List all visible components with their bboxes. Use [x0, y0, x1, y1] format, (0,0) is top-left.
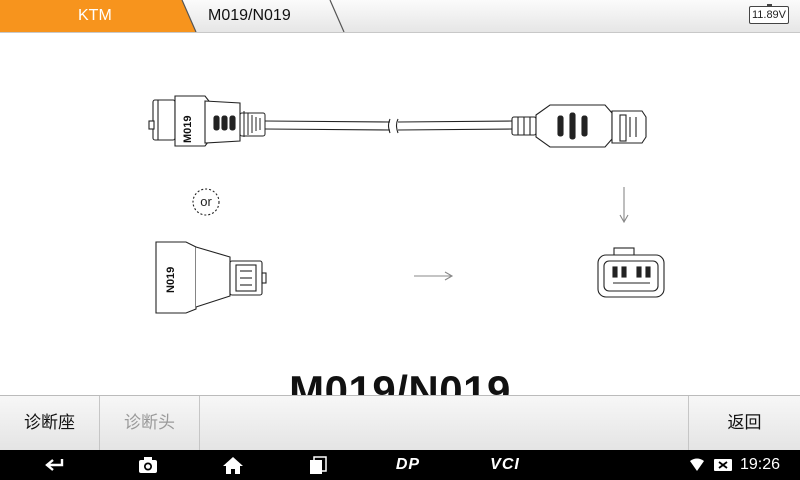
vci-button[interactable]: VCI [490, 456, 520, 473]
back-arrow-icon[interactable] [38, 450, 68, 480]
down-arrow [619, 187, 629, 224]
right-arrow [414, 271, 454, 281]
recent-apps-icon[interactable] [305, 450, 331, 480]
dp-button[interactable]: DP [395, 456, 421, 473]
breadcrumb-shapes [0, 0, 345, 32]
home-icon[interactable] [220, 450, 246, 480]
system-nav-bar: DP VCI 19:26 [0, 450, 800, 480]
back-button[interactable]: 返回 [688, 396, 800, 451]
or-circle [192, 188, 220, 216]
breadcrumb-active-bg [0, 0, 196, 32]
obd-plug-drawing [148, 95, 266, 147]
bottom-button-bar: 诊断座 诊断头 返回 [0, 395, 800, 451]
connector-illustration: M019 N019 or [148, 95, 665, 314]
cable-body-label: M019 [182, 115, 194, 143]
camera-icon[interactable] [134, 450, 162, 480]
socket-drawing [597, 247, 665, 298]
battery-voltage-indicator: 11.89V [749, 4, 789, 24]
right-connector-drawing [511, 104, 647, 148]
system-clock: 19:26 [740, 456, 781, 473]
breadcrumb-item-ktm[interactable]: KTM [78, 7, 112, 24]
cable-drawing [264, 118, 513, 134]
connector-diagram: M019 N019 or M019/N019 [0, 33, 800, 414]
breadcrumb-item-model[interactable]: M019/N019 [208, 7, 291, 24]
or-label: or [200, 194, 212, 209]
adapter-drawing [155, 241, 267, 314]
wifi-icon [688, 450, 706, 480]
adapter-label: N019 [165, 267, 177, 293]
diag-head-button[interactable]: 诊断头 [100, 396, 200, 451]
no-sim-icon [712, 450, 734, 480]
diag-socket-button[interactable]: 诊断座 [0, 396, 100, 451]
breadcrumb-bar: KTM M019/N019 11.89V [0, 0, 800, 33]
